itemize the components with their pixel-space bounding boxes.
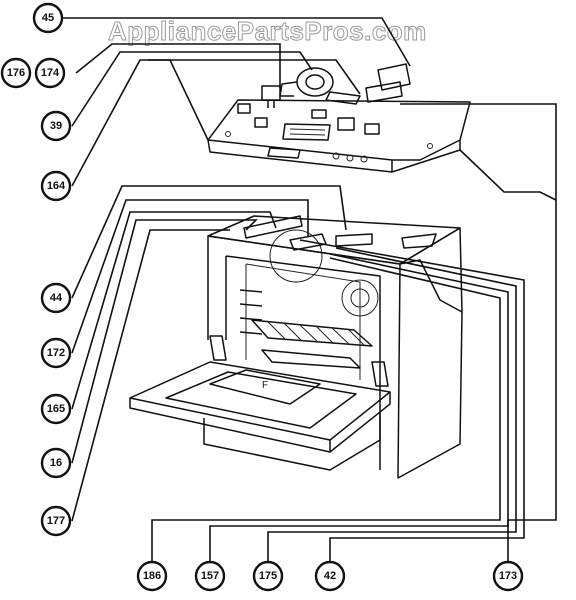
leader-173b	[459, 149, 557, 201]
leader-175	[267, 247, 517, 566]
oven-door-window-frame	[165, 371, 357, 429]
oven-cavity-back	[245, 263, 361, 380]
oven-door-window	[209, 369, 321, 405]
switch-assembly	[261, 85, 281, 101]
oven-rack	[251, 319, 373, 347]
callout-173: 173	[492, 560, 524, 592]
callout-174: 174	[34, 57, 66, 89]
relay-2	[364, 123, 380, 135]
callout-16-label: 16	[50, 457, 62, 469]
control-knob-1	[332, 152, 340, 160]
callout-16: 16	[40, 447, 72, 479]
leader-45	[62, 17, 411, 67]
callout-172: 172	[40, 337, 72, 369]
callout-44: 44	[40, 282, 72, 314]
control-panel-assembly	[207, 63, 471, 173]
callout-42: 42	[314, 560, 346, 592]
convection-fan-cover	[341, 279, 379, 317]
door-hinge-right	[371, 361, 389, 387]
watermark-text: AppliancePartsPros.com	[108, 16, 427, 46]
leader-164b	[148, 59, 209, 141]
callout-175: 175	[252, 560, 284, 592]
callout-39: 39	[40, 110, 72, 142]
callout-165: 165	[40, 393, 72, 425]
callout-172-label: 172	[47, 347, 65, 359]
door-latch-assembly	[335, 233, 373, 247]
terminal-block-2	[254, 117, 268, 128]
leader-165	[71, 211, 277, 410]
latch-arm	[325, 91, 361, 105]
oven-door-front-edge	[129, 398, 331, 453]
callout-45: 45	[32, 2, 64, 34]
leader-16	[71, 219, 258, 464]
control-knob-2	[346, 154, 354, 162]
leader-174	[75, 43, 281, 88]
control-panel-display	[267, 147, 301, 159]
leader-lines	[62, 17, 557, 566]
control-board	[282, 123, 331, 141]
door-hinge-left	[209, 335, 227, 361]
door-lock-motor-core	[305, 74, 325, 90]
control-board-traces	[289, 128, 326, 136]
leader-173	[400, 103, 557, 566]
control-panel-front-edge	[207, 139, 393, 173]
leader-172	[71, 199, 309, 354]
rear-insulation	[399, 227, 463, 313]
front-top-edge	[207, 235, 401, 265]
callout-177: 177	[40, 505, 72, 537]
storage-drawer	[203, 412, 381, 471]
detail-circle	[269, 229, 323, 283]
leader-42	[299, 239, 525, 566]
oven-door: F	[129, 361, 391, 471]
control-knob-3	[360, 155, 368, 163]
callout-176: 176	[0, 57, 32, 89]
top-trim-bracket	[243, 215, 303, 239]
callout-165-label: 165	[47, 403, 65, 415]
range-body	[207, 215, 463, 479]
leader-44	[71, 185, 347, 299]
callout-164: 164	[40, 170, 72, 202]
oven-door-window-mark: F	[262, 380, 268, 391]
right-side-panel	[397, 263, 463, 479]
callout-174-label: 174	[41, 67, 60, 79]
leader-39	[71, 51, 313, 127]
callout-157: 157	[194, 560, 226, 592]
door-lock-motor	[296, 67, 334, 97]
range-top-surface	[207, 215, 461, 265]
oven-door-inner-panel	[129, 361, 391, 441]
oven-rack-bars	[267, 321, 365, 346]
door-lock-motor-bracket	[279, 81, 298, 97]
switch-leads	[267, 100, 275, 108]
callout-44-label: 44	[50, 292, 63, 304]
leader-177	[71, 229, 230, 522]
control-knob-4	[225, 131, 231, 137]
callout-177-label: 177	[47, 515, 65, 527]
rack-guides-left	[239, 289, 263, 335]
rear-bracket	[401, 233, 437, 249]
control-knob-5	[427, 143, 433, 149]
convection-fan-hub	[350, 288, 370, 308]
callout-186: 186	[136, 560, 168, 592]
terminal-block-1	[237, 103, 251, 114]
terminal-block-3	[311, 109, 327, 119]
transformer-base	[365, 81, 403, 103]
callout-164-label: 164	[47, 180, 66, 192]
callout-175-label: 175	[259, 570, 277, 582]
callout-176-label: 176	[7, 67, 25, 79]
leader-164	[71, 59, 361, 187]
callout-173-label: 173	[499, 570, 517, 582]
bake-element	[261, 349, 361, 369]
leader-186	[151, 257, 501, 566]
oven-opening-frame	[225, 255, 381, 470]
callout-42-label: 42	[324, 570, 336, 582]
oven-door-side-edge	[329, 392, 391, 453]
callout-157-label: 157	[201, 570, 219, 582]
transformer-top	[377, 63, 411, 91]
relay-1	[337, 117, 355, 131]
callout-39-label: 39	[50, 120, 62, 132]
callout-186-label: 186	[143, 570, 161, 582]
callout-45-label: 45	[42, 12, 54, 24]
